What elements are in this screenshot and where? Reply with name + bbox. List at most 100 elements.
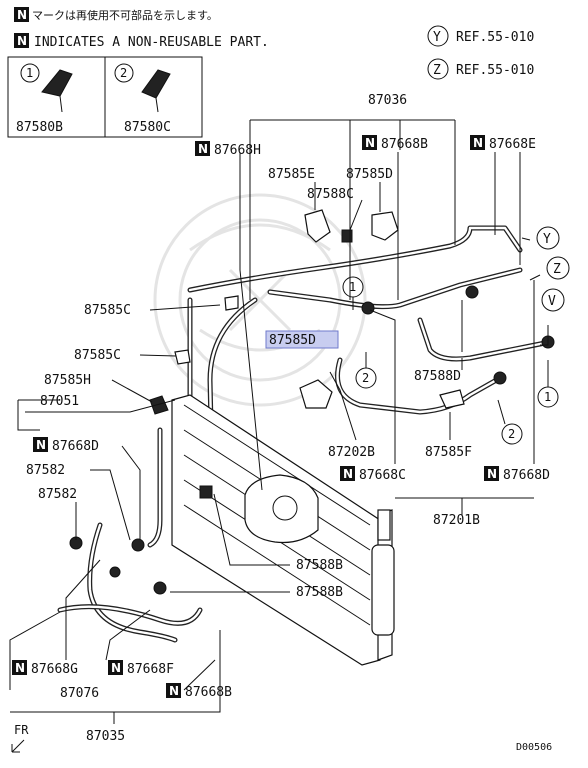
- bracket-87585E: [304, 209, 331, 243]
- bolt-87588B-b: [153, 581, 167, 595]
- ref-z-text: REF.55-010: [456, 63, 534, 78]
- svg-text:2: 2: [508, 427, 515, 441]
- label-87036: 87036: [368, 93, 407, 108]
- highlight-87585D: [265, 330, 339, 349]
- clamp-87585H: [149, 395, 169, 415]
- ref-y: Y REF.55-010: [427, 25, 534, 47]
- svg-text:Z: Z: [553, 262, 561, 277]
- callout-v: [541, 288, 565, 312]
- clamp-87585D-top: [371, 211, 399, 241]
- n-mark-icon: [470, 135, 485, 150]
- label-87668E: 87668E: [489, 137, 536, 152]
- inset-box: 1 87580B 2 87580C: [7, 56, 203, 138]
- clamp-87585C-a: [224, 295, 239, 311]
- label-87588B-a: 87588B: [296, 558, 343, 573]
- o-ring-87668D-left: [131, 538, 145, 552]
- label-87588B-b: 87588B: [296, 585, 343, 600]
- label-87076: 87076: [60, 686, 99, 701]
- svg-text:1: 1: [544, 390, 551, 404]
- part-labels: 87036 N 87668H N 87668B N 87668E 87585E …: [11, 93, 552, 753]
- label-87585D-top: 87585D: [346, 167, 393, 182]
- ref-y-text: REF.55-010: [456, 30, 534, 45]
- inset-part-87580C: 87580C: [124, 120, 171, 135]
- label-87585E: 87585E: [268, 167, 315, 182]
- note-en-text: INDICATES A NON-REUSABLE PART.: [34, 35, 269, 50]
- n-mark-icon: [12, 660, 27, 675]
- label-87201B: 87201B: [433, 513, 480, 528]
- svg-text:N: N: [17, 8, 27, 22]
- label-87585F: 87585F: [425, 445, 472, 460]
- label-87585C-b: 87585C: [74, 348, 121, 363]
- bolt-87588B-a: [199, 485, 213, 499]
- svg-text:N: N: [111, 661, 121, 675]
- fr-arrow-icon: [11, 739, 25, 753]
- n-mark-icon: [108, 660, 123, 675]
- svg-text:2: 2: [362, 371, 369, 385]
- svg-text:N: N: [365, 136, 375, 150]
- note-jp-text: マークは再使用不可部品を示します。: [32, 8, 218, 22]
- label-87668B-top: 87668B: [381, 137, 428, 152]
- label-87585H: 87585H: [44, 373, 91, 388]
- n-mark-icon: [166, 683, 181, 698]
- compressor: [244, 474, 319, 544]
- svg-text:N: N: [198, 142, 208, 156]
- n-mark-icon: [33, 437, 48, 452]
- callout-2-b: [501, 423, 523, 445]
- label-87588D: 87588D: [414, 369, 461, 384]
- receiver-dryer: [371, 509, 395, 636]
- small-parts: [69, 209, 555, 595]
- clip-icon: [141, 69, 171, 99]
- port-87668D: [493, 371, 507, 385]
- callouts: 1 2 2 1 Y Z V: [342, 226, 570, 445]
- header-note-en: N INDICATES A NON-REUSABLE PART.: [14, 33, 269, 50]
- svg-text:V: V: [548, 294, 556, 309]
- n-mark-icon: [14, 33, 29, 48]
- n-mark-icon: [14, 7, 29, 22]
- n-mark-icon: [362, 135, 377, 150]
- label-87668G: 87668G: [31, 662, 78, 677]
- label-87582-b: 87582: [38, 487, 77, 502]
- label-87588C: 87588C: [307, 187, 354, 202]
- svg-text:N: N: [17, 34, 27, 48]
- ref-z: Z REF.55-010: [427, 58, 534, 80]
- bolt-87076: [109, 566, 121, 578]
- label-87668F: 87668F: [127, 662, 174, 677]
- callout-y: [536, 226, 560, 250]
- pipes: [57, 225, 553, 643]
- n-mark-icon: [195, 141, 210, 156]
- nut-87668C: [361, 301, 375, 315]
- leader-lines: [9, 119, 549, 724]
- n-mark-icon: [340, 466, 355, 481]
- header-note-jp: N マークは再使用不可部品を示します。: [14, 7, 218, 22]
- label-87051: 87051: [40, 394, 79, 409]
- svg-text:N: N: [169, 684, 179, 698]
- ref-y-symbol: Y: [433, 30, 441, 45]
- label-87668B-bottom: 87668B: [185, 685, 232, 700]
- inset-part-87580B: 87580B: [16, 120, 63, 135]
- n-mark-icon: [484, 466, 499, 481]
- diagram-code: D00506: [516, 742, 552, 753]
- svg-text:N: N: [487, 467, 497, 481]
- label-87668D-right: 87668D: [503, 468, 550, 483]
- svg-text:N: N: [343, 467, 353, 481]
- label-87668H: 87668H: [214, 143, 261, 158]
- label-87585D-highlight: 87585D: [269, 333, 316, 348]
- fr-label: FR: [14, 723, 29, 737]
- svg-text:1: 1: [349, 280, 356, 294]
- clamp-87585F: [439, 389, 465, 409]
- label-87202B: 87202B: [328, 445, 375, 460]
- inset-callout-1: 1: [26, 66, 33, 80]
- clip-icon: [41, 69, 73, 97]
- clamp-87585C-b: [174, 349, 191, 365]
- inset-callout-2: 2: [120, 66, 127, 80]
- label-87668C: 87668C: [359, 468, 406, 483]
- bolt-87588C: [341, 229, 353, 243]
- svg-text:Y: Y: [543, 232, 551, 247]
- svg-text:N: N: [473, 136, 483, 150]
- label-87585C-a: 87585C: [84, 303, 131, 318]
- label-87035: 87035: [86, 729, 125, 744]
- svg-text:N: N: [15, 661, 25, 675]
- callout-z: [546, 256, 570, 280]
- svg-text:N: N: [36, 438, 46, 452]
